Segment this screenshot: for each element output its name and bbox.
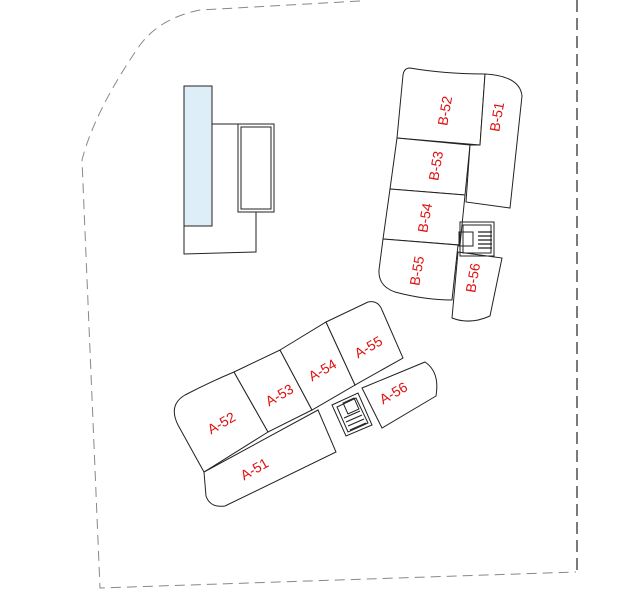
unit-outline-a-52 — [173, 371, 269, 473]
unit-outline-b-51 — [465, 73, 523, 209]
unit-label-b-54: B-54 — [414, 202, 435, 234]
unit-label-b-56: B-56 — [462, 262, 483, 294]
unit-label-b-51: B-51 — [486, 101, 507, 133]
pool — [183, 85, 213, 227]
tower-b — [378, 67, 523, 322]
unit-label-b-53: B-53 — [425, 150, 446, 182]
unit-label-b-55: B-55 — [406, 255, 427, 287]
tower-a — [173, 301, 438, 507]
unit-label-b-52: B-52 — [434, 95, 455, 127]
clubhouse — [183, 85, 275, 255]
unit-outline-b-55 — [378, 238, 459, 301]
unit-outline-b-56 — [451, 251, 503, 322]
stair-core-b — [458, 221, 495, 257]
unit-outline-a-51 — [203, 409, 337, 507]
stair-core-a — [331, 392, 373, 437]
unit-outline-a-56 — [361, 361, 438, 429]
site-boundary-dashed — [81, 0, 577, 589]
unit-outline-a-55 — [325, 301, 404, 386]
